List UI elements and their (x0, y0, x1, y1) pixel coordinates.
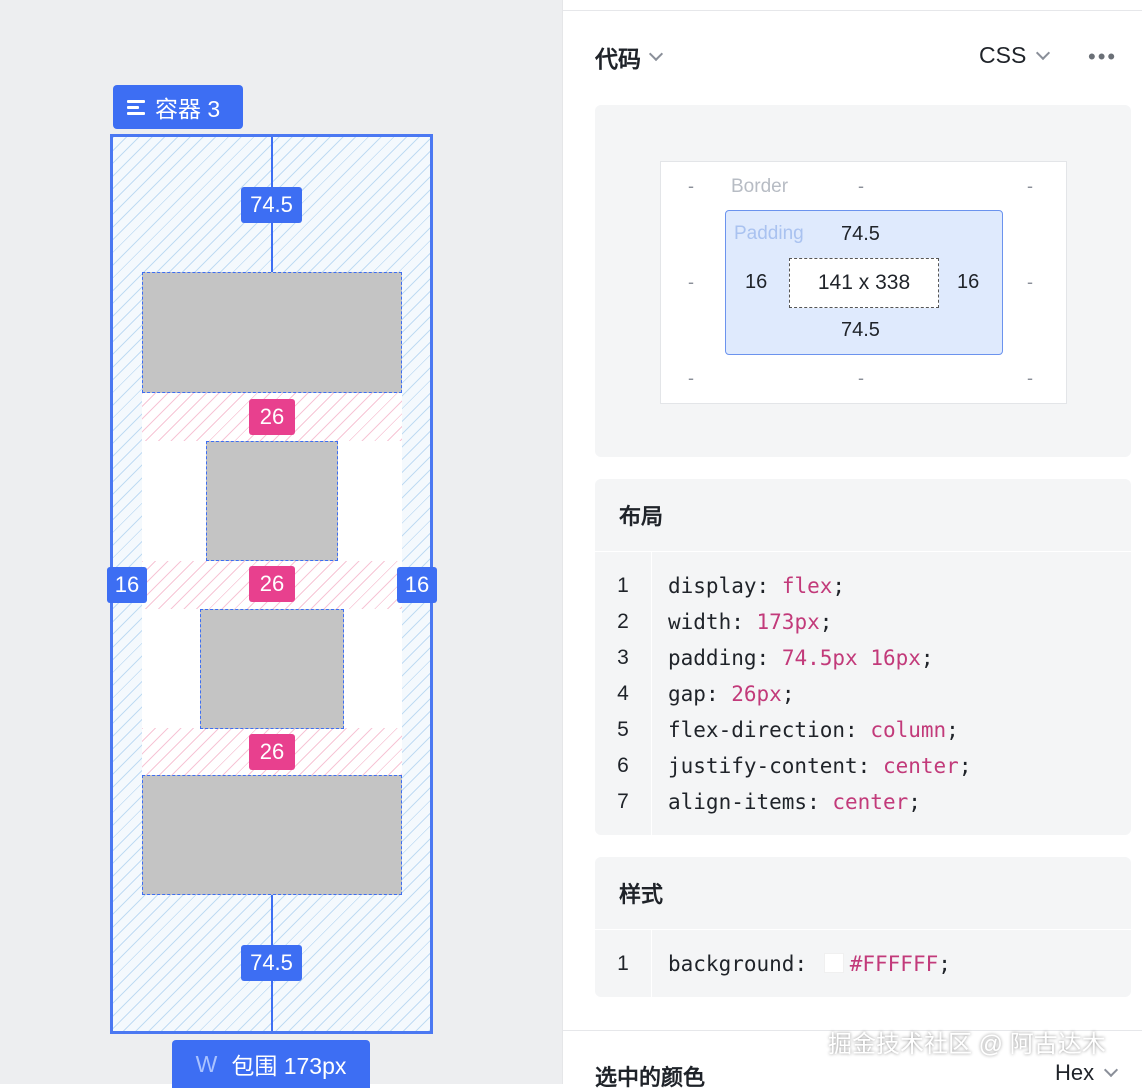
style-code[interactable]: background: #FFFFFF; (652, 930, 1131, 997)
color-format-select[interactable]: Hex (1055, 1060, 1119, 1086)
padding-top-value[interactable]: 74.5 (841, 223, 880, 245)
padding-box: Padding 74.5 16 16 74.5 141 x 338 (725, 210, 1003, 355)
container-label: 容器 3 (155, 96, 221, 122)
style-heading: 样式 (619, 882, 664, 907)
gap-badge: 26 (249, 566, 295, 602)
line-number: 1 (617, 574, 629, 597)
css-value: column (870, 718, 947, 742)
padding-label: Padding (734, 223, 804, 244)
layout-heading: 布局 (619, 504, 664, 529)
css-value: #FFFFFF (849, 952, 939, 976)
css-property: flex-direction (668, 718, 846, 742)
css-value: 173px (756, 610, 820, 634)
child-block[interactable] (206, 441, 338, 561)
padding-right-value[interactable]: 16 (957, 271, 980, 293)
border-left-top-value: - (688, 176, 694, 196)
divider (563, 1030, 1142, 1031)
line-number: 7 (617, 790, 629, 813)
css-value: 26px (731, 682, 782, 706)
padding-right-badge: 16 (397, 567, 437, 603)
padding-top-badge: 74.5 (241, 187, 302, 223)
code-line: width: 173px; (668, 610, 833, 634)
line-numbers: 1 (595, 930, 652, 997)
line-number: 6 (617, 754, 629, 777)
flex-column-icon (127, 99, 145, 115)
gap-badge: 26 (249, 399, 295, 435)
css-property: display (668, 574, 757, 598)
padding-left-value[interactable]: 16 (745, 271, 768, 293)
child-block[interactable] (142, 775, 402, 895)
border-right-value: - (1027, 272, 1033, 292)
child-block[interactable] (142, 272, 402, 393)
line-number: 3 (617, 646, 629, 669)
border-top-value: - (858, 176, 864, 196)
line-number: 4 (617, 682, 629, 705)
code-line: gap: 26px; (668, 682, 795, 706)
inspector-panel: 代码 CSS ••• Border - - - - - - - - Paddin… (562, 0, 1142, 1090)
content-size: 141 x 338 (817, 271, 911, 294)
chevron-down-icon (1104, 1062, 1119, 1078)
code-dropdown[interactable]: 代码 (595, 40, 664, 74)
line-number: 2 (617, 610, 629, 633)
line-number: 1 (617, 952, 629, 975)
box-model-section: Border - - - - - - - - Padding 74.5 16 1… (595, 105, 1131, 457)
color-swatch[interactable] (823, 953, 844, 973)
language-label: CSS (979, 42, 1027, 68)
css-property: width (668, 610, 732, 634)
design-canvas[interactable]: 容器 3 74.5 74.5 16 16 26 26 26 W 包围 173px (0, 0, 562, 1088)
css-property: padding (668, 646, 757, 670)
child-block[interactable] (200, 609, 344, 729)
css-property: background (668, 952, 795, 976)
code-line: padding: 74.5px 16px; (668, 646, 934, 670)
content-size-box: 141 x 338 (789, 258, 939, 308)
chevron-down-icon (1036, 45, 1051, 60)
color-format-label: Hex (1055, 1060, 1095, 1085)
css-property: gap (668, 682, 706, 706)
border-right-bottom-value: - (1027, 368, 1033, 388)
layout-code[interactable]: display: flex; width: 173px; padding: 74.5… (652, 552, 1131, 835)
width-label: 包围 173px (231, 1053, 347, 1079)
padding-bottom-badge: 74.5 (241, 945, 302, 981)
panel-title: 代码 (595, 46, 641, 72)
border-right-top-value: - (1027, 176, 1033, 196)
border-left-value: - (688, 272, 694, 292)
css-property: justify-content (668, 754, 858, 778)
code-line: justify-content: center; (668, 754, 972, 778)
code-line: align-items: center; (668, 790, 921, 814)
padding-bottom-value[interactable]: 74.5 (841, 319, 880, 341)
width-prefix: W (195, 1050, 218, 1077)
css-value: center (882, 754, 959, 778)
line-numbers: 1 2 3 4 5 6 7 (595, 552, 652, 835)
border-label: Border (731, 176, 789, 197)
chevron-down-icon (648, 46, 664, 62)
divider (563, 10, 1142, 11)
css-value: center (832, 790, 909, 814)
code-line: flex-direction: column; (668, 718, 959, 742)
css-value: flex (781, 574, 833, 598)
style-code-section: 样式 1 background: #FFFFFF; (595, 857, 1131, 997)
border-left-bottom-value: - (688, 368, 694, 388)
selected-color-label: 选中的颜色 (595, 1065, 706, 1090)
padding-left-badge: 16 (107, 567, 147, 603)
width-tag[interactable]: W 包围 173px (172, 1040, 370, 1088)
more-options-icon[interactable]: ••• (1088, 44, 1118, 69)
css-property: align-items (668, 790, 808, 814)
code-line: background: #FFFFFF; (668, 952, 951, 976)
language-select[interactable]: CSS (979, 42, 1051, 69)
watermark: 掘金技术社区 @ 阿古达木 (828, 1031, 1106, 1058)
code-line: display: flex; (668, 574, 846, 598)
layout-code-section: 布局 1 2 3 4 5 6 7 display: flex; width: 173px; pa… (595, 479, 1131, 835)
line-number: 5 (617, 718, 629, 741)
border-box: Border - - - - - - - - Padding 74.5 16 1… (660, 161, 1067, 404)
border-bottom-value: - (858, 368, 864, 388)
css-value: 74.5px 16px (781, 646, 921, 670)
gap-badge: 26 (249, 734, 295, 770)
container-label-tag[interactable]: 容器 3 (113, 85, 243, 129)
